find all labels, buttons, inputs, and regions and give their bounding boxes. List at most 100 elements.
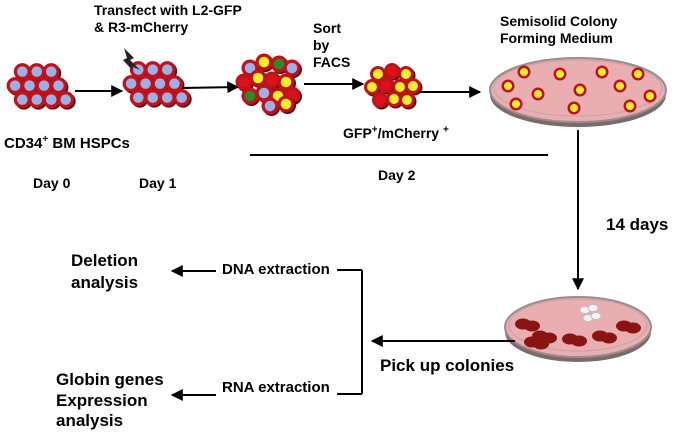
sort-line-2: by [313, 36, 330, 53]
lightning-bolt-icon [123, 48, 140, 71]
colony-part [533, 338, 549, 350]
transfect-line-2: & R3-mCherry [94, 18, 189, 35]
cell [277, 95, 296, 114]
cell-nucleus [387, 66, 397, 76]
cell-nucleus [238, 76, 250, 88]
colony-part [590, 312, 602, 320]
cell-nucleus [17, 66, 28, 77]
colony-part [571, 335, 587, 347]
red-colony [616, 320, 641, 334]
dish-rim [493, 59, 663, 117]
single-cell-core [556, 70, 564, 78]
cell-nucleus [258, 56, 270, 68]
cell-nucleus [125, 78, 137, 89]
cell-nucleus [31, 94, 43, 105]
cell [144, 61, 163, 80]
deletion-analysis-label: Deletion analysis [71, 252, 138, 292]
red-colony [592, 330, 617, 344]
cell [13, 91, 33, 110]
cell-nucleus [258, 87, 270, 99]
cell-nucleus [140, 78, 151, 89]
cell-nucleus [280, 98, 292, 110]
medium-label: Semisolid Colony Forming Medium [500, 14, 617, 45]
sort-label: Sort by FACS [313, 20, 350, 70]
cell [42, 63, 62, 82]
colony-dish [504, 296, 652, 362]
cell-nucleus [264, 100, 276, 112]
transfect-label: Transfect with L2-GFP & R3-mCherry [94, 3, 242, 34]
day-0-cell-cluster [6, 63, 76, 110]
cell-nucleus [244, 62, 256, 74]
cell-nucleus [17, 94, 28, 105]
cell [283, 59, 302, 78]
cell-nucleus [176, 92, 187, 103]
day-1-label: Day 1 [139, 175, 177, 191]
single-cell-core [616, 82, 624, 90]
cell [399, 92, 417, 110]
day-1-cell-cluster [122, 61, 192, 108]
gfp-middle: /mCherry [377, 125, 443, 141]
deletion-line-1: Deletion [71, 251, 139, 270]
cell [263, 71, 282, 90]
cell-nucleus [45, 94, 57, 105]
cell-nucleus [367, 82, 377, 92]
cd34-suffix: BM HSPCs [48, 135, 130, 152]
cell-nucleus [381, 80, 391, 90]
cell-nucleus [60, 94, 71, 105]
cell [364, 79, 382, 97]
rna-extraction-label: RNA extraction [222, 379, 330, 396]
red-colony [515, 318, 540, 332]
cell-nucleus [395, 82, 405, 92]
cell-nucleus [147, 92, 159, 103]
red-colony [562, 333, 587, 347]
cell-nucleus [273, 58, 285, 70]
cell-nucleus [401, 69, 411, 79]
cell-nucleus [9, 80, 21, 91]
cell-nucleus [161, 92, 173, 103]
cell [405, 78, 423, 96]
colony-part [601, 332, 617, 344]
colony-part [587, 304, 599, 312]
cell [129, 89, 149, 108]
globin-line-1: Globin genes [56, 370, 164, 389]
cell [151, 75, 170, 94]
cell [386, 91, 404, 109]
pick-up-colonies-label: Pick up colonies [380, 356, 515, 375]
single-cell-core [520, 68, 528, 76]
cell-clusters [6, 53, 423, 116]
cell-nucleus [38, 80, 50, 91]
colony-part [524, 320, 540, 332]
cd34-superscript: + [42, 134, 49, 145]
cell-nucleus [375, 95, 385, 105]
cell [158, 89, 178, 108]
single-cell-core [646, 92, 654, 100]
gfp-superscript: + [371, 124, 378, 136]
gfp-mcherry-label: GFP+/mCherry + [343, 124, 449, 141]
cell [13, 63, 33, 82]
arrow-day1-to-transfected [181, 81, 240, 94]
flow-arrows [75, 78, 584, 401]
cell [28, 91, 47, 110]
cell [49, 77, 69, 96]
globin-analysis-label: Globin genes Expression analysis [56, 370, 164, 432]
deletion-line-2: analysis [71, 272, 139, 292]
cell-nucleus [31, 66, 43, 77]
cell-nucleus [286, 62, 298, 74]
cell [372, 92, 390, 110]
cell-nucleus [252, 72, 264, 84]
dna-extraction-label: DNA extraction [222, 261, 330, 278]
cell-nucleus [53, 80, 64, 91]
cell [173, 89, 192, 108]
cell [144, 89, 163, 108]
cell [378, 77, 396, 95]
day-2-label: Day 2 [378, 167, 416, 183]
cell-nucleus [266, 74, 278, 86]
red-colony [524, 336, 549, 350]
single-cell-core [512, 100, 520, 108]
sort-line-1: Sort [313, 20, 341, 36]
transfect-line-1: Transfect with L2-GFP [94, 2, 242, 18]
cell [57, 91, 76, 110]
sort-line-3: FACS [313, 53, 351, 70]
